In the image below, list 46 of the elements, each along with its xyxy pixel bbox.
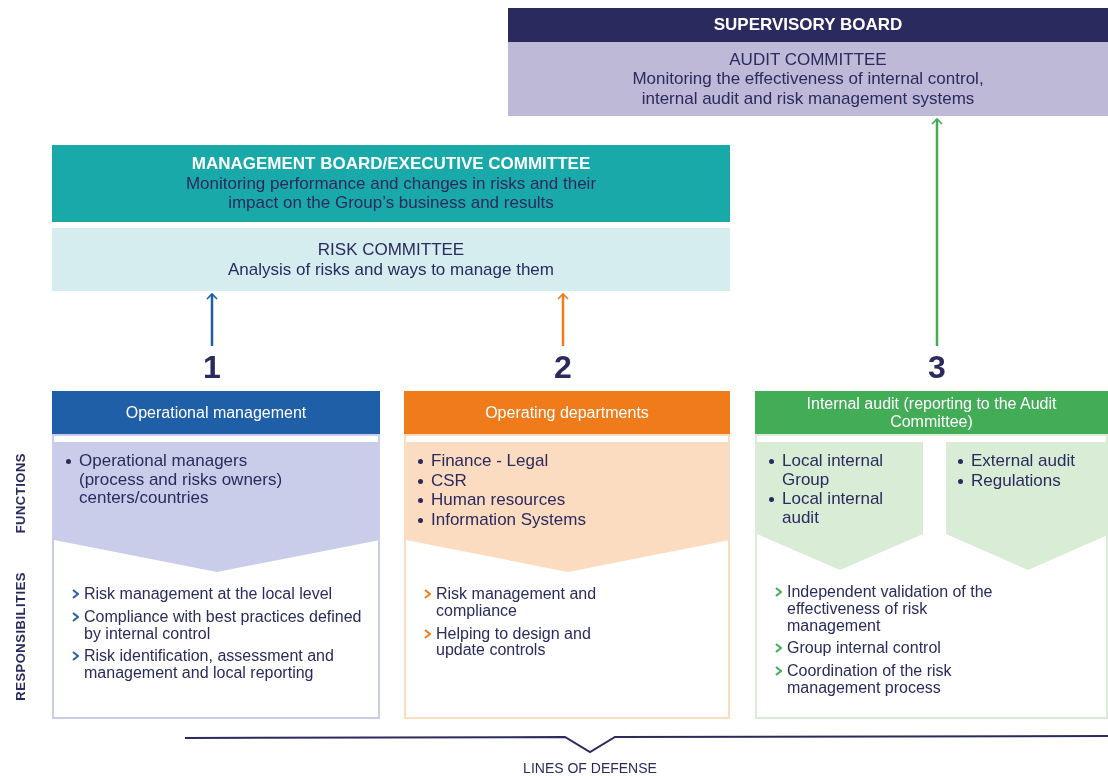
- committee-title: RISK COMMITTEE: [316, 239, 466, 260]
- function-text: Local internal audit: [782, 490, 885, 528]
- arrow: [931, 118, 943, 346]
- function-text: CSR: [431, 471, 467, 491]
- committee-description: Monitoring the effectiveness of internal control, internal audit and risk management systems: [631, 69, 985, 109]
- row-label: RESPONSIBILITIES: [12, 571, 28, 701]
- functions-panel: [946, 442, 1108, 570]
- function-text: Operational managers (process and risks owners) centers/countries: [79, 452, 284, 509]
- line-number: 1: [197, 350, 227, 384]
- responsibility-text: Compliance with best practices defined by internal control: [84, 608, 363, 643]
- responsibility-text: Helping to design and update controls: [436, 625, 592, 660]
- function-text: Information Systems: [431, 511, 586, 530]
- function-text: Regulations: [971, 471, 1061, 491]
- functions-panel: [757, 442, 923, 570]
- responsibility-text: Risk management and compliance: [436, 586, 598, 620]
- committee-box: [52, 228, 730, 291]
- function-text: Finance - Legal: [431, 452, 549, 471]
- line-number: 3: [922, 350, 952, 384]
- board-header: SUPERVISORY BOARD: [508, 8, 1108, 42]
- row-label: FUNCTIONS: [12, 452, 28, 534]
- committee-box: [52, 145, 730, 222]
- functions-panel: [54, 442, 380, 572]
- responsibility-text: Independent validation of the effectiveness of risk management: [787, 584, 994, 635]
- column-panel: [404, 434, 730, 719]
- responsibility-text: Coordination of the risk management process: [787, 663, 953, 697]
- responsibility-text: Risk management at the local level: [84, 586, 333, 603]
- function-text: Local internal Group: [782, 452, 885, 490]
- function-text: External audit: [971, 452, 1075, 471]
- line-number: 2: [548, 350, 578, 384]
- committee-title: MANAGEMENT BOARD/EXECUTIVE COMMITTEE: [190, 154, 592, 174]
- arrow: [206, 293, 218, 346]
- arrow: [557, 293, 569, 346]
- functions-panel: [406, 442, 730, 572]
- column-panel: [52, 434, 380, 719]
- column-panel: [755, 434, 1108, 719]
- column-header: Internal audit (reporting to the Audit Committee): [755, 391, 1108, 434]
- responsibility-text: Group internal control: [787, 640, 941, 658]
- committee-description: Analysis of risks and ways to manage them: [227, 259, 555, 280]
- axis-caption: LINES OF DEFENSE: [523, 760, 657, 776]
- responsibility-text: Risk identification, assessment and management and local reporting: [84, 648, 335, 682]
- column-header: Operational management: [52, 391, 380, 434]
- committee-box: [508, 42, 1108, 116]
- function-text: Human resources: [431, 491, 566, 511]
- committee-description: Monitoring performance and changes in risks and their impact on the Group’s business and results: [184, 173, 598, 213]
- committee-title: AUDIT COMMITTEE: [728, 49, 888, 70]
- column-header: Operating departments: [404, 391, 730, 434]
